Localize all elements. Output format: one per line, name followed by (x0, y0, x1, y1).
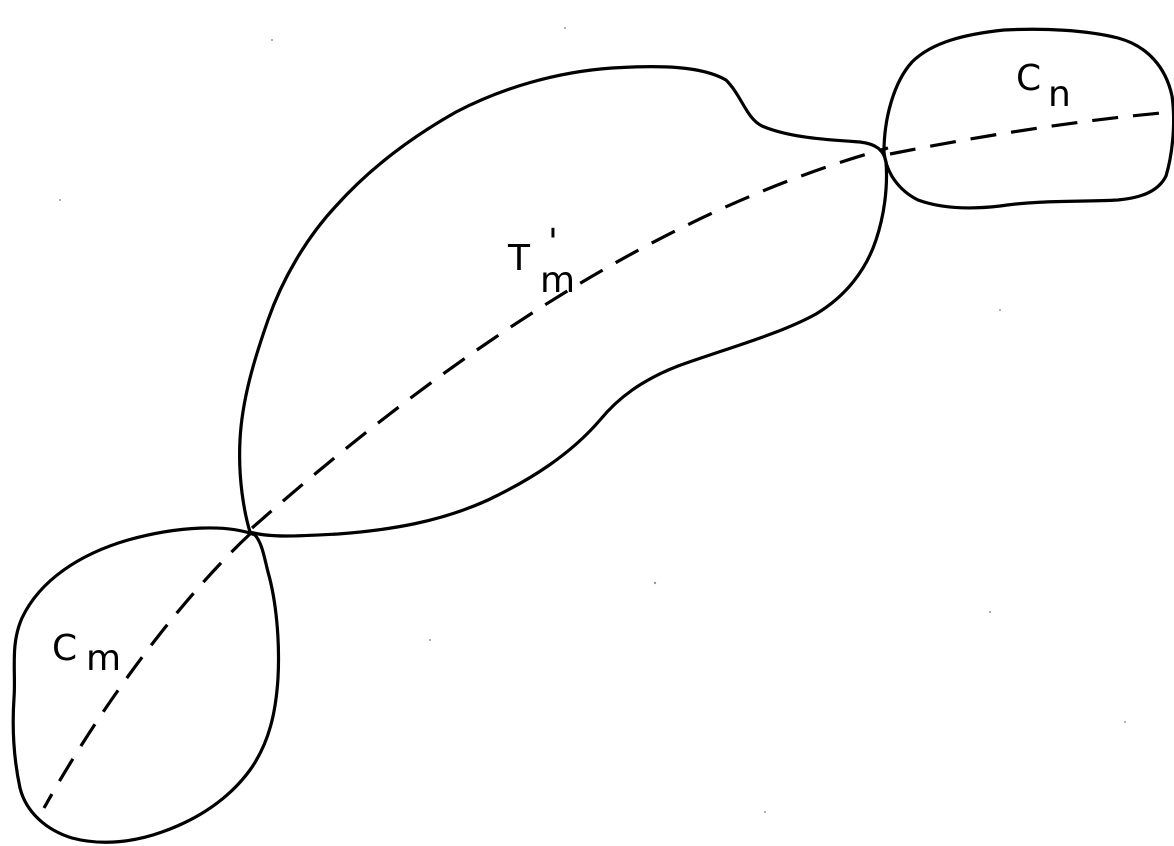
region-c-m-outline (11, 526, 281, 844)
region-t-m-prime-path (250, 146, 889, 530)
region-t-m-prime-mark: ' (548, 222, 558, 263)
region-t-m-prime-outline (238, 65, 889, 538)
region-c-n-path (889, 110, 1173, 156)
region-c-n-outline (882, 27, 1174, 210)
region-c-n: C n (882, 27, 1174, 210)
region-c-n-label: C (1016, 58, 1041, 99)
region-c-m-path (42, 532, 252, 809)
scan-specks (59, 27, 1126, 813)
region-t-m-prime-label: T (507, 238, 531, 279)
region-c-m-label: C (52, 628, 77, 669)
region-c-m-subscript: m (86, 638, 121, 679)
region-t-m-prime: T ' m (238, 65, 889, 538)
region-t-m-prime-subscript: m (540, 260, 575, 301)
region-c-m: C m (11, 526, 281, 844)
region-c-n-subscript: n (1048, 74, 1071, 115)
